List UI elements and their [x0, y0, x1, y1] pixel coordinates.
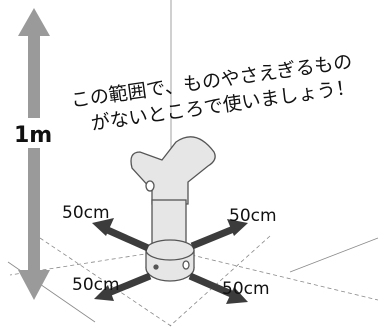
- floor-line-front-left: [39, 237, 172, 327]
- height-arrow: [18, 8, 50, 300]
- label-back-right: 50cm: [229, 206, 277, 226]
- arrow-front-right: [188, 272, 248, 304]
- device-head-opening: [145, 180, 155, 192]
- label-front-right: 50cm: [222, 279, 270, 299]
- label-back-left: 50cm: [62, 203, 110, 223]
- device-head: [130, 136, 216, 205]
- floor-line-back-right: [170, 249, 379, 301]
- arrow-front-left: [94, 272, 152, 301]
- device-base-hole: [182, 260, 190, 270]
- label-front-left: 50cm: [72, 275, 120, 295]
- clearance-arrows: [92, 218, 248, 304]
- floor-line-front-right: [169, 235, 271, 327]
- height-label: 1m: [14, 123, 52, 148]
- arrow-back-right: [190, 219, 248, 250]
- device-stand: [130, 136, 216, 282]
- arrow-back-left: [92, 218, 150, 252]
- floor-edge-right: [289, 237, 379, 273]
